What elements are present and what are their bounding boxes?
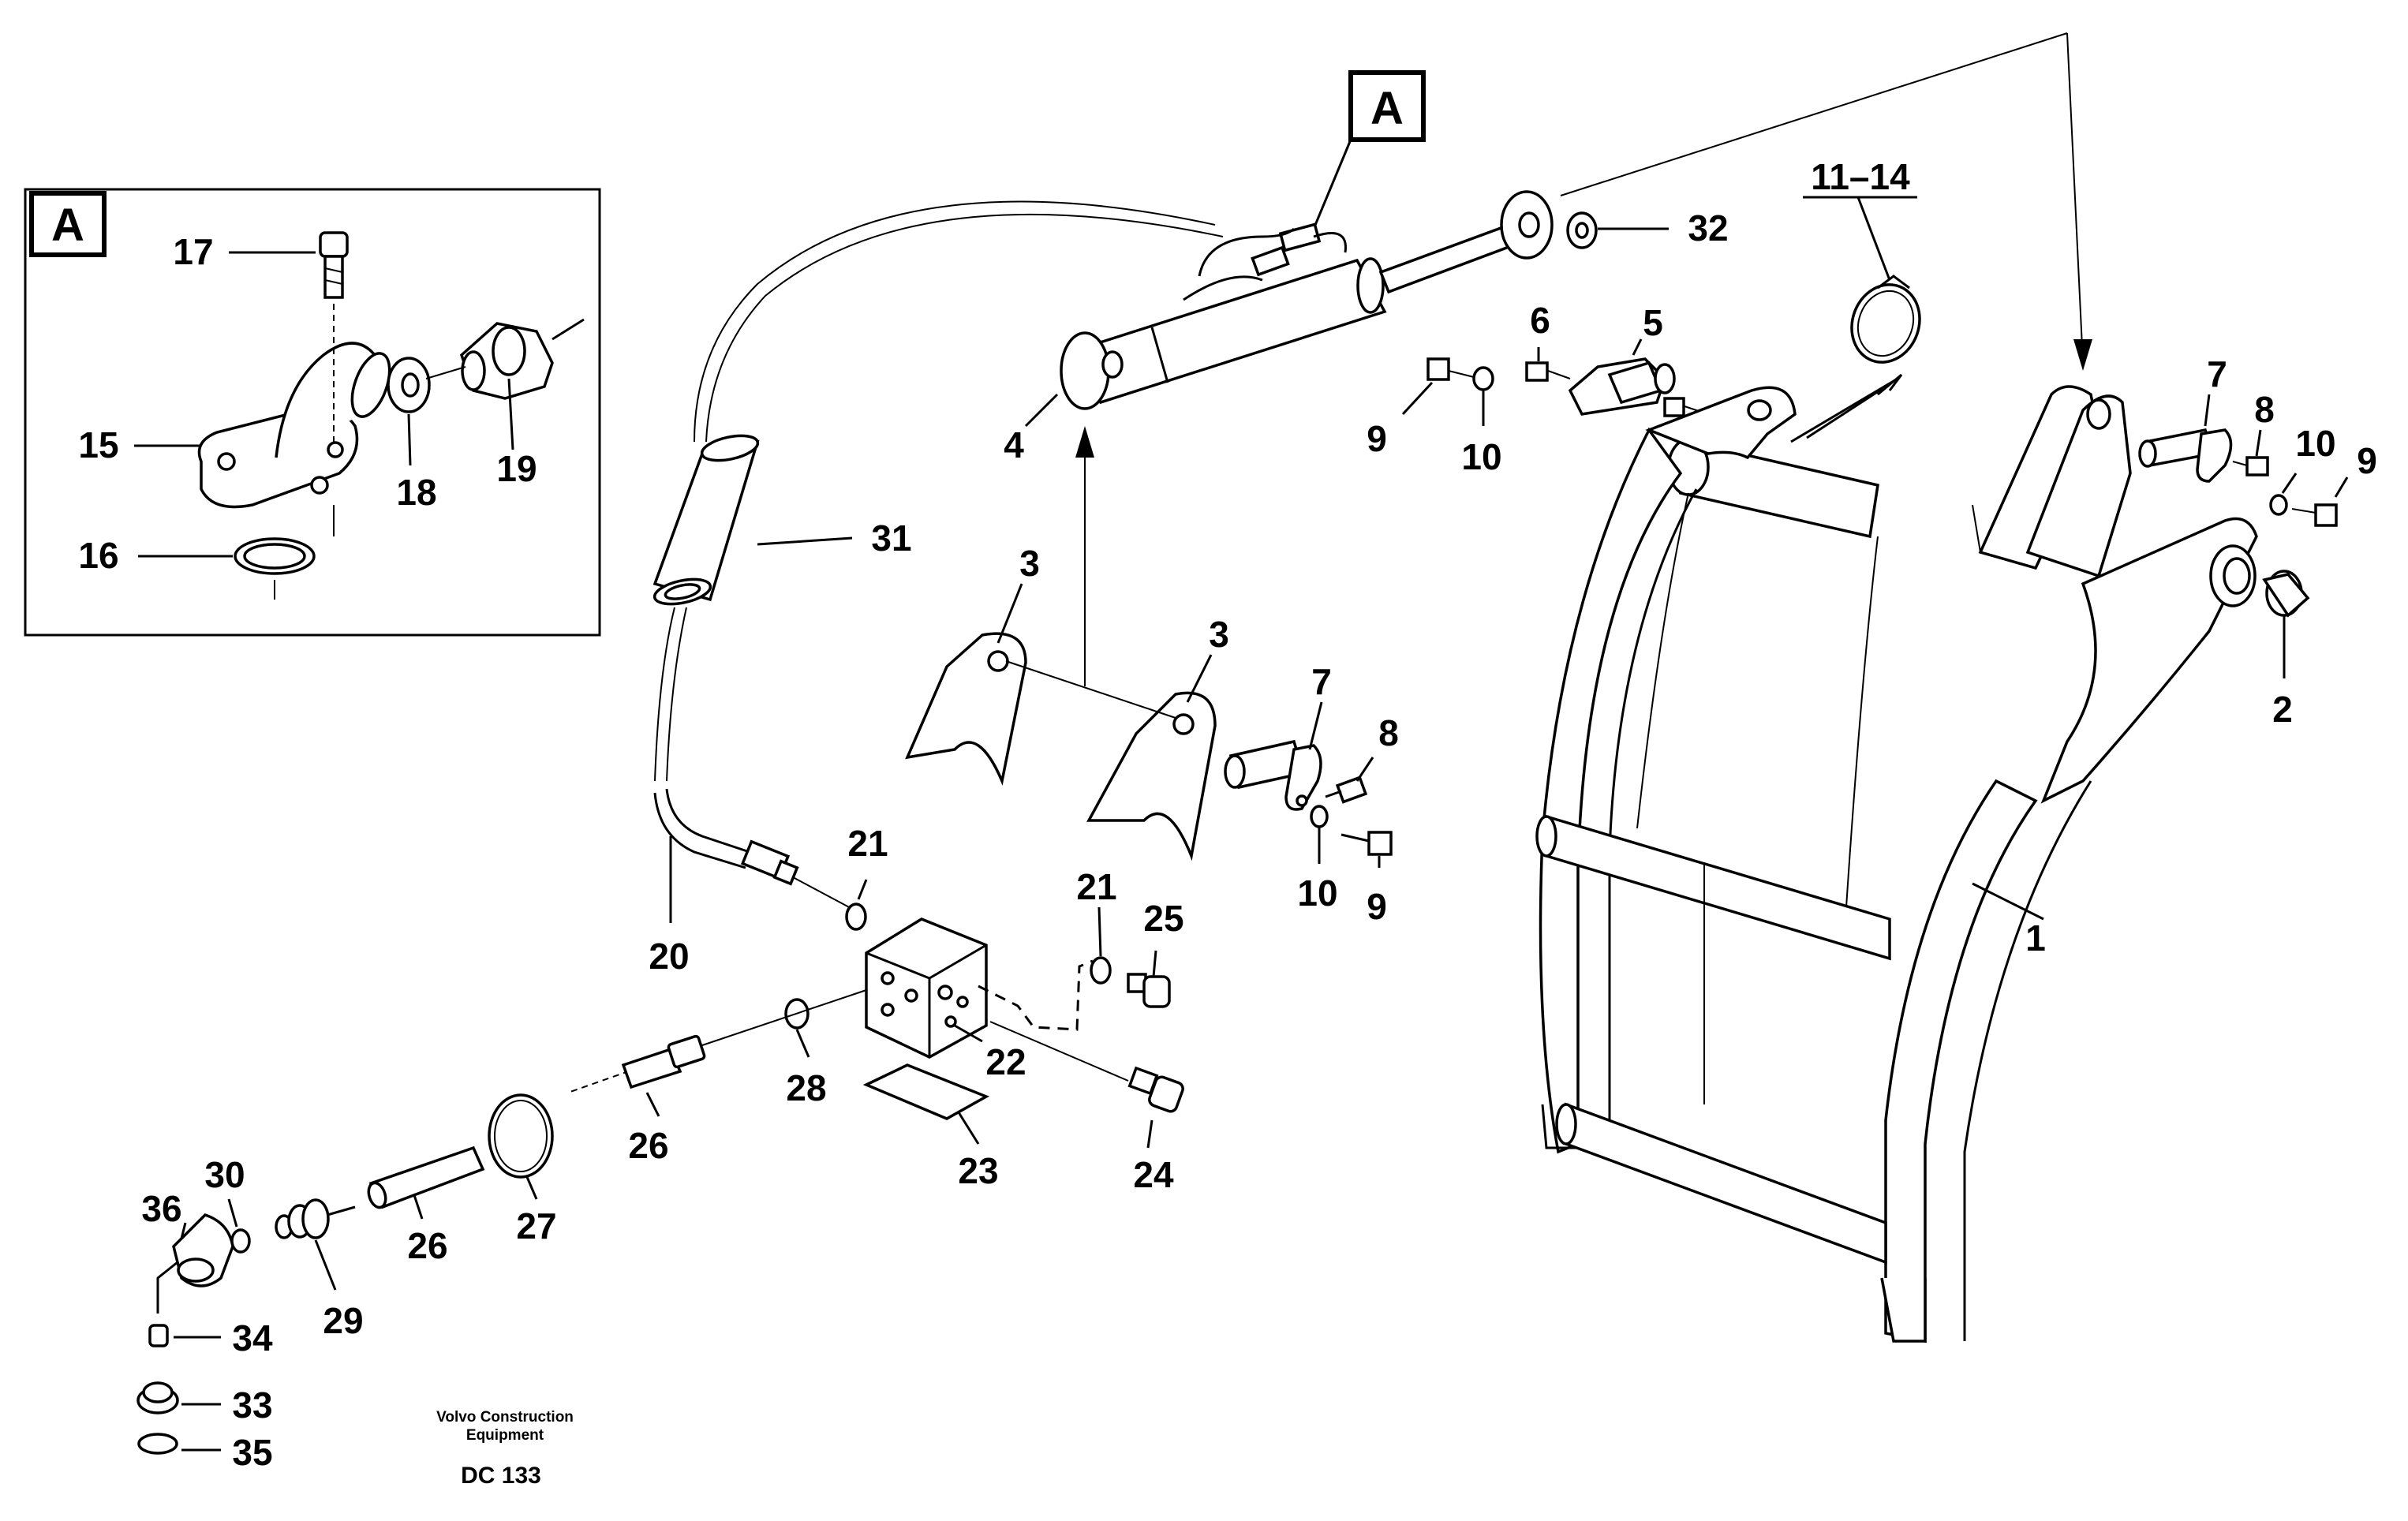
- hose-26-upper: [621, 1034, 706, 1089]
- callout-3b: 3: [1209, 614, 1229, 655]
- callout-21b: 21: [1076, 866, 1116, 907]
- bracket-left: [905, 632, 1027, 786]
- oring-21-right: [1090, 956, 1112, 985]
- callout-30: 30: [204, 1154, 245, 1195]
- callout-9c: 9: [1367, 886, 1387, 927]
- fitting-29: [275, 1198, 356, 1239]
- callout-10a: 10: [1461, 436, 1501, 477]
- plug-24: [1127, 1066, 1184, 1113]
- callout-7a: 7: [2207, 353, 2227, 394]
- pin-upper-right: [2138, 428, 2233, 483]
- pin-lower: [1224, 739, 1322, 811]
- hose-assembly: [652, 200, 1224, 886]
- frame: [1535, 385, 2258, 1343]
- callout-7b: 7: [1311, 661, 1332, 702]
- oring-21-left: [845, 903, 867, 931]
- callout-34: 34: [232, 1317, 273, 1358]
- callout-20: 20: [649, 936, 689, 977]
- pin-upper: [1568, 357, 1721, 419]
- valve-block: [865, 917, 988, 1059]
- callout-17: 17: [173, 231, 213, 272]
- callout-22: 22: [985, 1041, 1026, 1082]
- callout-18: 18: [396, 472, 436, 513]
- callout-11-14: 11–14: [1811, 156, 1910, 197]
- callout-9b: 9: [2357, 440, 2377, 481]
- callout-9a: 9: [1367, 418, 1387, 459]
- screw-34: [148, 1324, 169, 1347]
- callout-19: 19: [496, 448, 537, 489]
- washer-10-lower: [1310, 805, 1329, 828]
- bolt-8-lower: [1335, 775, 1368, 804]
- inset-frame: [24, 188, 601, 637]
- callout-28: 28: [786, 1067, 826, 1108]
- callout-26a: 26: [628, 1125, 668, 1166]
- washer-10-right: [2269, 494, 2288, 516]
- callout-8a: 8: [2254, 389, 2275, 430]
- callout-6: 6: [1530, 300, 1550, 341]
- callout-10b: 10: [2295, 423, 2335, 464]
- washer: [387, 357, 431, 413]
- callout-16: 16: [78, 535, 118, 576]
- circlip: [1850, 275, 1921, 364]
- callout-29: 29: [323, 1300, 363, 1341]
- bolt-9-upper: [1426, 357, 1450, 381]
- footer-company-line1: Volvo Construction: [436, 1409, 574, 1426]
- callout-3a: 3: [1019, 543, 1040, 584]
- callout-35: 35: [232, 1432, 272, 1473]
- callout-10c: 10: [1297, 873, 1337, 914]
- callout-27: 27: [516, 1205, 556, 1246]
- callout-33: 33: [232, 1385, 272, 1426]
- connector-36: [156, 1213, 234, 1314]
- o-ring-inner: [243, 543, 306, 570]
- bracket-right: [1086, 691, 1217, 861]
- hose-26-lower: [367, 1145, 485, 1209]
- sensor-fitting: [425, 318, 585, 400]
- footer-company-line2: Equipment: [466, 1427, 544, 1444]
- callout-32: 32: [1688, 207, 1728, 249]
- plate: [862, 1063, 990, 1120]
- bolt: [319, 231, 349, 442]
- elbow-flange: [197, 342, 391, 509]
- footer-reference: DC 133: [461, 1463, 541, 1489]
- washer-30: [230, 1228, 251, 1254]
- bolt-6: [1525, 361, 1549, 382]
- callout-26b: 26: [407, 1225, 447, 1266]
- plug-25: [1127, 973, 1171, 1008]
- callout-21a: 21: [847, 823, 888, 864]
- callout-8b: 8: [1378, 712, 1399, 753]
- inset-marker-box: [29, 191, 107, 257]
- washer-10-upper: [1472, 366, 1494, 391]
- callout-4: 4: [1004, 424, 1024, 465]
- callout-31: 31: [871, 518, 911, 559]
- hydraulic-cylinder: [1060, 190, 1554, 410]
- callout-36: 36: [141, 1188, 181, 1229]
- callout-24: 24: [1133, 1154, 1174, 1195]
- callout-2: 2: [2272, 689, 2293, 730]
- detail-a-inset: A: [24, 188, 601, 637]
- bolt-9-right: [2314, 503, 2338, 527]
- callout-15: 15: [78, 424, 118, 465]
- bolt-8-upper: [2245, 456, 2269, 476]
- callout-25: 25: [1143, 898, 1183, 939]
- callout-1: 1: [2025, 917, 2046, 959]
- callout-5: 5: [1643, 302, 1663, 343]
- cylinder-marker-box: [1348, 70, 1426, 142]
- callout-23: 23: [958, 1150, 998, 1191]
- bolt-9-lower: [1367, 831, 1393, 856]
- washer-35: [137, 1433, 178, 1455]
- inset-marker-label: A: [51, 200, 84, 251]
- cylinder-marker-label: A: [1370, 83, 1404, 134]
- oring-27: [488, 1093, 554, 1179]
